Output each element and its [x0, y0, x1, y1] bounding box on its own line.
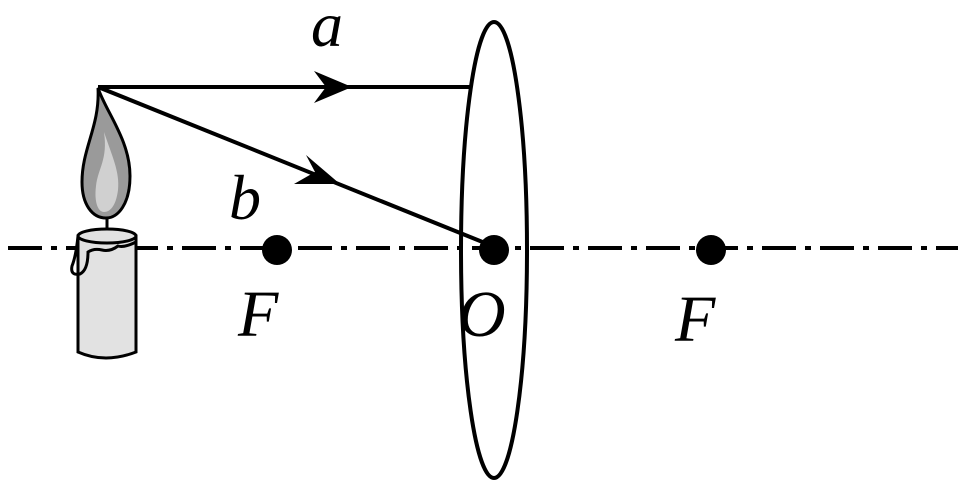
ray-b-arrowhead	[294, 155, 340, 184]
ray-a-label: a	[311, 0, 343, 60]
optical-center-point	[479, 235, 509, 265]
convex-lens	[459, 20, 529, 480]
ray-b	[97, 85, 491, 247]
candle-wax-drip	[70, 235, 137, 276]
optical-center-label: O	[458, 278, 506, 351]
focus-left-label: F	[237, 278, 279, 351]
ray-b-label: b	[229, 162, 261, 233]
focus-right-label: F	[674, 283, 716, 356]
candle-object	[70, 87, 138, 360]
candle-top	[76, 227, 138, 245]
focus-right-point	[696, 235, 726, 265]
focus-left-point	[262, 235, 292, 265]
ray-a-arrowhead	[314, 71, 352, 103]
flame-inner	[95, 132, 119, 212]
candle-body	[76, 234, 138, 360]
